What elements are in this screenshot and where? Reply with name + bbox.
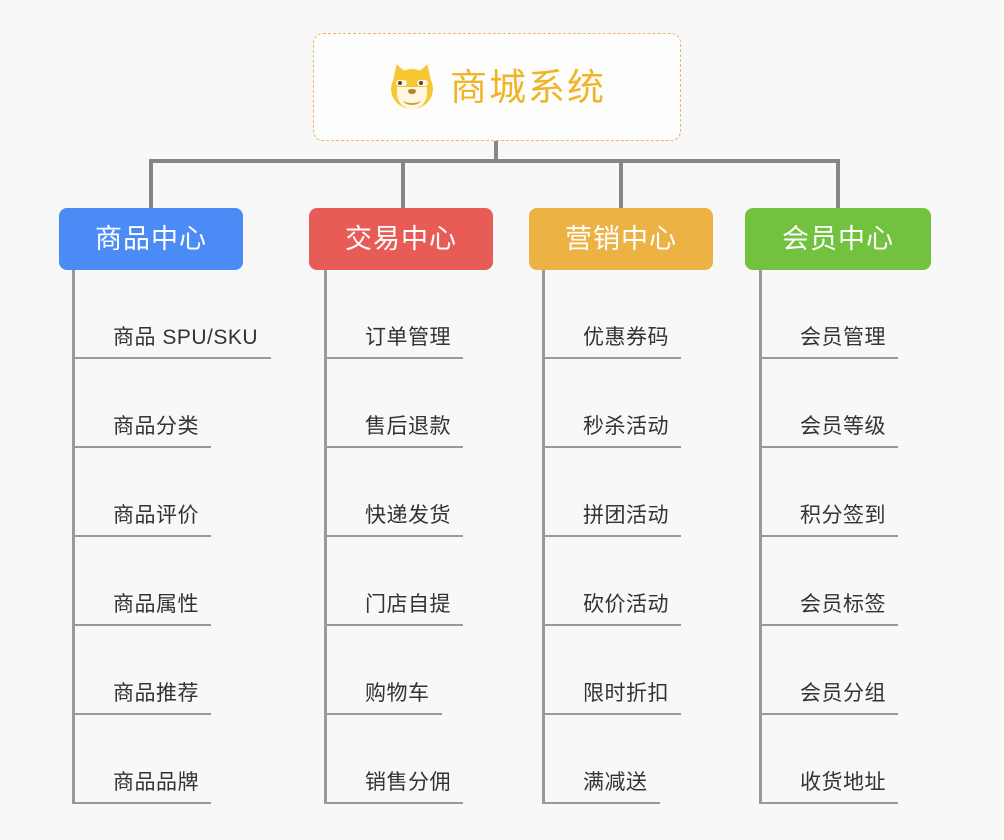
leaf-item-underline [327, 802, 463, 804]
connector-drop-3 [619, 159, 623, 209]
leaf-item-underline [545, 535, 681, 537]
root-node[interactable]: 商城系统 [313, 33, 681, 141]
leaf-item-label: 门店自提 [365, 593, 451, 616]
leaf-column-1: 商品 SPU/SKU 商品分类商品评价商品属性商品推荐商品品牌 [72, 270, 300, 804]
leaf-item-underline [762, 624, 898, 626]
leaf-item[interactable]: 订单管理 [327, 270, 463, 359]
leaf-item[interactable]: 销售分佣 [327, 715, 463, 804]
connector-root-stem [494, 141, 498, 162]
leaf-rail [759, 270, 762, 804]
leaf-item-underline [327, 535, 463, 537]
category-box-1[interactable]: 商品中心 [59, 208, 243, 270]
leaf-item[interactable]: 收货地址 [762, 715, 898, 804]
leaf-column-2: 订单管理售后退款快递发货门店自提购物车销售分佣 [324, 270, 500, 804]
leaf-rail [542, 270, 545, 804]
leaf-item-underline [545, 446, 681, 448]
leaf-item[interactable]: 会员分组 [762, 626, 898, 715]
leaf-item-label: 会员分组 [800, 682, 886, 705]
leaf-item[interactable]: 秒杀活动 [545, 359, 681, 448]
connector-drop-4 [836, 159, 840, 209]
leaf-item[interactable]: 满减送 [545, 715, 660, 804]
leaf-item-underline [762, 357, 898, 359]
leaf-item-underline [75, 535, 211, 537]
leaf-item[interactable]: 售后退款 [327, 359, 463, 448]
leaf-item-label: 商品推荐 [113, 682, 199, 705]
leaf-rail [324, 270, 327, 804]
leaf-item[interactable]: 会员管理 [762, 270, 898, 359]
leaf-item[interactable]: 商品推荐 [75, 626, 211, 715]
leaf-item[interactable]: 优惠券码 [545, 270, 681, 359]
leaf-item-label: 满减送 [583, 771, 648, 794]
category-label: 营销中心 [565, 223, 677, 254]
leaf-item[interactable]: 会员标签 [762, 537, 898, 626]
leaf-item-label: 砍价活动 [583, 593, 669, 616]
leaf-item[interactable]: 购物车 [327, 626, 442, 715]
leaf-item-label: 会员标签 [800, 593, 886, 616]
leaf-item-label: 售后退款 [365, 415, 451, 438]
leaf-item-label: 商品 SPU/SKU [113, 326, 259, 349]
leaf-item-underline [75, 802, 211, 804]
leaf-item-label: 销售分佣 [365, 771, 451, 794]
leaf-item[interactable]: 商品评价 [75, 448, 211, 537]
category-label: 交易中心 [345, 223, 457, 254]
leaf-item-underline [762, 446, 898, 448]
leaf-item[interactable]: 拼团活动 [545, 448, 681, 537]
category-label: 会员中心 [782, 223, 894, 254]
root-title: 商城系统 [450, 66, 606, 108]
connector-drop-2 [401, 159, 405, 209]
leaf-column-4: 会员管理会员等级积分签到会员标签会员分组收货地址 [759, 270, 935, 804]
leaf-item[interactable]: 商品品牌 [75, 715, 211, 804]
leaf-item[interactable]: 会员等级 [762, 359, 898, 448]
leaf-item[interactable]: 商品属性 [75, 537, 211, 626]
shiba-dog-face-icon [388, 61, 436, 111]
leaf-item-label: 优惠券码 [583, 326, 669, 349]
leaf-item-underline [545, 713, 681, 715]
leaf-item-underline [327, 713, 442, 715]
leaf-item-label: 限时折扣 [583, 682, 669, 705]
leaf-item-label: 商品属性 [113, 593, 199, 616]
leaf-item-underline [75, 624, 211, 626]
category-box-2[interactable]: 交易中心 [309, 208, 493, 270]
category-label: 商品中心 [95, 223, 207, 254]
leaf-item-underline [545, 802, 660, 804]
leaf-item-label: 会员管理 [800, 326, 886, 349]
leaf-item[interactable]: 快递发货 [327, 448, 463, 537]
leaf-column-3: 优惠券码秒杀活动拼团活动砍价活动限时折扣满减送 [542, 270, 718, 804]
leaf-item-underline [75, 357, 271, 359]
leaf-item-label: 商品评价 [113, 504, 199, 527]
leaf-item-underline [762, 802, 898, 804]
leaf-item-label: 快递发货 [365, 504, 451, 527]
leaf-rail [72, 270, 75, 804]
leaf-item[interactable]: 商品 SPU/SKU [75, 270, 271, 359]
connector-horizontal-bus [150, 159, 838, 163]
leaf-item[interactable]: 门店自提 [327, 537, 463, 626]
category-box-3[interactable]: 营销中心 [529, 208, 713, 270]
leaf-item-underline [762, 535, 898, 537]
leaf-item[interactable]: 积分签到 [762, 448, 898, 537]
leaf-item-underline [545, 357, 681, 359]
leaf-item-label: 收货地址 [800, 771, 886, 794]
leaf-item[interactable]: 商品分类 [75, 359, 211, 448]
leaf-item-underline [327, 624, 463, 626]
leaf-item-underline [327, 446, 463, 448]
leaf-item-label: 拼团活动 [583, 504, 669, 527]
leaf-item-underline [762, 713, 898, 715]
leaf-item-label: 会员等级 [800, 415, 886, 438]
leaf-item-label: 商品分类 [113, 415, 199, 438]
leaf-item-label: 秒杀活动 [583, 415, 669, 438]
leaf-item-label: 商品品牌 [113, 771, 199, 794]
category-box-4[interactable]: 会员中心 [745, 208, 931, 270]
leaf-item-underline [327, 357, 463, 359]
leaf-item-underline [75, 446, 211, 448]
connector-drop-1 [149, 159, 153, 209]
leaf-item-label: 积分签到 [800, 504, 886, 527]
leaf-item-underline [75, 713, 211, 715]
leaf-item[interactable]: 砍价活动 [545, 537, 681, 626]
leaf-item-label: 购物车 [365, 682, 430, 705]
leaf-item-label: 订单管理 [365, 326, 451, 349]
leaf-item[interactable]: 限时折扣 [545, 626, 681, 715]
leaf-item-underline [545, 624, 681, 626]
